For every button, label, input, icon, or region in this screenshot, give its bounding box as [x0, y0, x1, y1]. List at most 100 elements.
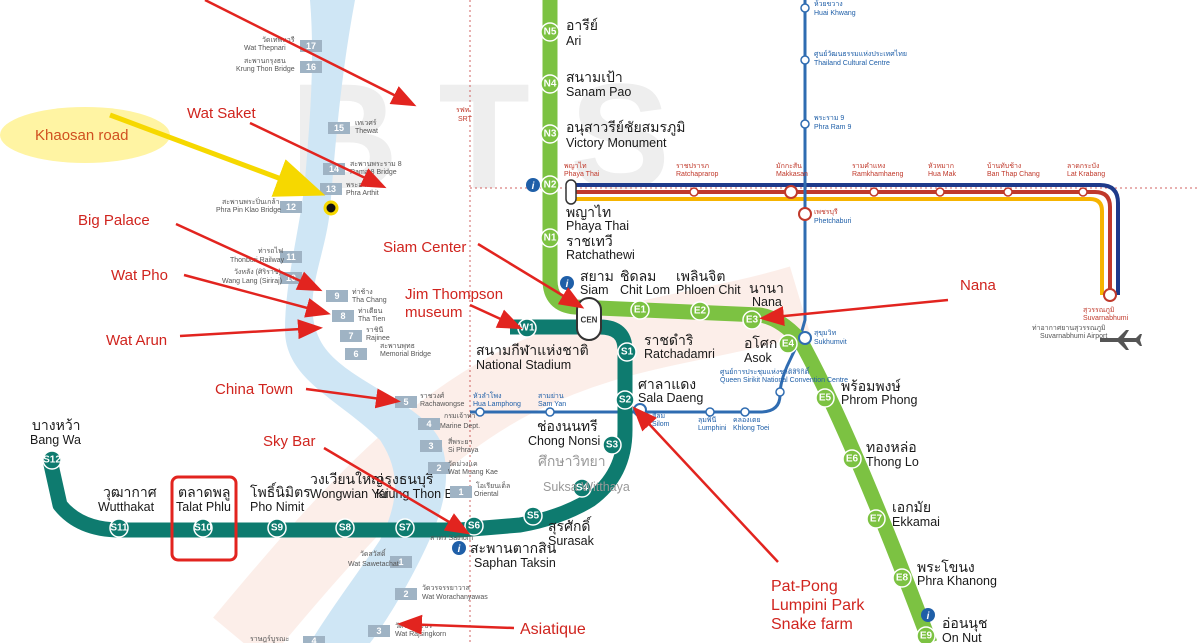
info-icon[interactable]: i [526, 178, 540, 192]
svg-text:N3: N3 [544, 129, 557, 140]
arl-station-hua-mak[interactable] [935, 187, 945, 197]
svg-text:วัดสวัสดิ์: วัดสวัสดิ์ [360, 548, 387, 558]
mrt-station-sukhumvit[interactable] [798, 331, 812, 345]
mrt-labels: ห้วยขวาง Huai Khwang ศูนย์วัฒนธรรมแห่งปร… [473, 0, 907, 432]
mrt-station-sam-yan[interactable] [545, 407, 555, 417]
svg-text:E4: E4 [782, 339, 795, 350]
mrt-station-phetchaburi[interactable] [798, 207, 812, 221]
pier-marker[interactable]: 17วัดเทพนารีWat Thepnari [244, 36, 322, 52]
info-icon[interactable]: i [921, 608, 935, 622]
station-s12[interactable]: S12 [42, 450, 62, 470]
arl-station-ratchaprarop[interactable] [689, 187, 699, 197]
arrow-wat-arun [179, 319, 323, 340]
station-s4[interactable]: S4 [572, 478, 592, 498]
svg-text:17: 17 [306, 41, 316, 51]
station-n4[interactable]: N4 [540, 74, 560, 94]
svg-text:Marine Dept.: Marine Dept. [440, 423, 480, 430]
arrow-china-town [305, 387, 401, 409]
mrt-station-cultural-centre[interactable] [800, 55, 810, 65]
station-s3[interactable]: S3 [602, 435, 622, 455]
info-icon[interactable]: i [452, 541, 466, 555]
station-n1[interactable]: N1 [540, 228, 560, 248]
svg-text:ชิดลม: ชิดลม [620, 268, 656, 284]
arrow-wat-pho [183, 273, 331, 318]
station-s5[interactable]: S5 [523, 506, 543, 526]
station-e6[interactable]: E6 [842, 449, 862, 469]
mrt-station-phra-ram-9[interactable] [800, 119, 810, 129]
station-s7[interactable]: S7 [395, 518, 415, 538]
station-s1[interactable]: S1 [617, 342, 637, 362]
station-e1[interactable]: E1 [630, 300, 650, 320]
station-e5[interactable]: E5 [815, 388, 835, 408]
svg-text:ราชเทวี: ราชเทวี [566, 233, 613, 249]
station-s2[interactable]: S2 [615, 390, 635, 410]
svg-text:รามคำแหง: รามคำแหง [852, 162, 885, 170]
arl-station-phaya-thai[interactable] [565, 179, 577, 205]
station-s9[interactable]: S9 [267, 518, 287, 538]
station-n3[interactable]: N3 [540, 124, 560, 144]
svg-text:นานา: นานา [749, 280, 784, 296]
svg-text:พร้อมพงษ์: พร้อมพงษ์ [841, 378, 901, 394]
pier-marker[interactable]: 1วัดสวัสดิ์Wat Sawetachat [348, 548, 412, 568]
svg-text:Makkasan: Makkasan [776, 171, 808, 178]
arl-station-ramkhamhaeng[interactable] [869, 187, 879, 197]
arl-station-ban-thap-chang[interactable] [1003, 187, 1013, 197]
svg-text:อารีย์: อารีย์ [566, 17, 598, 33]
arl-station-suvarnabhumi[interactable] [1103, 288, 1117, 302]
svg-text:รฟท.: รฟท. [456, 107, 471, 114]
svg-text:S1: S1 [621, 347, 634, 358]
svg-text:Phra Pin Klao Bridge: Phra Pin Klao Bridge [216, 207, 281, 214]
station-e7[interactable]: E7 [866, 509, 886, 529]
svg-text:S5: S5 [527, 511, 540, 522]
station-n5[interactable]: N5 [540, 22, 560, 42]
station-e4[interactable]: E4 [778, 334, 798, 354]
svg-text:Phrom Phong: Phrom Phong [841, 393, 917, 407]
station-s11[interactable]: S11 [109, 518, 129, 538]
station-siam[interactable]: CEN [576, 297, 602, 341]
mrt-station-khlong-toei[interactable] [740, 407, 750, 417]
station-e2[interactable]: E2 [690, 301, 710, 321]
mrt-station-hua-lamphong[interactable] [475, 407, 485, 417]
station-s10[interactable]: S10 [193, 518, 213, 538]
station-s6[interactable]: S6 [464, 516, 484, 536]
svg-text:อโศก: อโศก [744, 335, 777, 351]
svg-text:บางหว้า: บางหว้า [32, 417, 81, 433]
mrt-station-huai-khwang[interactable] [800, 3, 810, 13]
svg-text:SRT: SRT [458, 116, 473, 123]
label-wat-arun: Wat Arun [106, 332, 167, 349]
svg-text:Rachawongse: Rachawongse [420, 401, 464, 408]
svg-text:1: 1 [458, 487, 463, 497]
arl-station-makkasan[interactable] [784, 185, 798, 199]
station-e8[interactable]: E8 [892, 568, 912, 588]
station-e9[interactable]: E9 [916, 626, 936, 643]
station-e3[interactable]: E3 [742, 310, 762, 330]
info-icon[interactable]: i [560, 276, 574, 290]
station-n2[interactable]: N2 [540, 175, 560, 195]
svg-text:5: 5 [403, 397, 408, 407]
station-s8[interactable]: S8 [335, 518, 355, 538]
svg-text:Phaya Thai: Phaya Thai [564, 171, 600, 178]
svg-text:Phaya Thai: Phaya Thai [566, 219, 629, 233]
mrt-station-qsncc[interactable] [775, 387, 785, 397]
svg-text:S11: S11 [110, 523, 128, 534]
svg-text:พญาไท: พญาไท [564, 161, 587, 170]
svg-text:Thewat: Thewat [355, 128, 378, 135]
station-w1[interactable]: W1 [517, 318, 537, 338]
svg-text:กรมเจ้าท่า: กรมเจ้าท่า [444, 412, 476, 420]
svg-text:ท่าช้าง: ท่าช้าง [352, 288, 373, 296]
arl-station-lat-krabang[interactable] [1078, 187, 1088, 197]
mrt-station-lumphini[interactable] [705, 407, 715, 417]
